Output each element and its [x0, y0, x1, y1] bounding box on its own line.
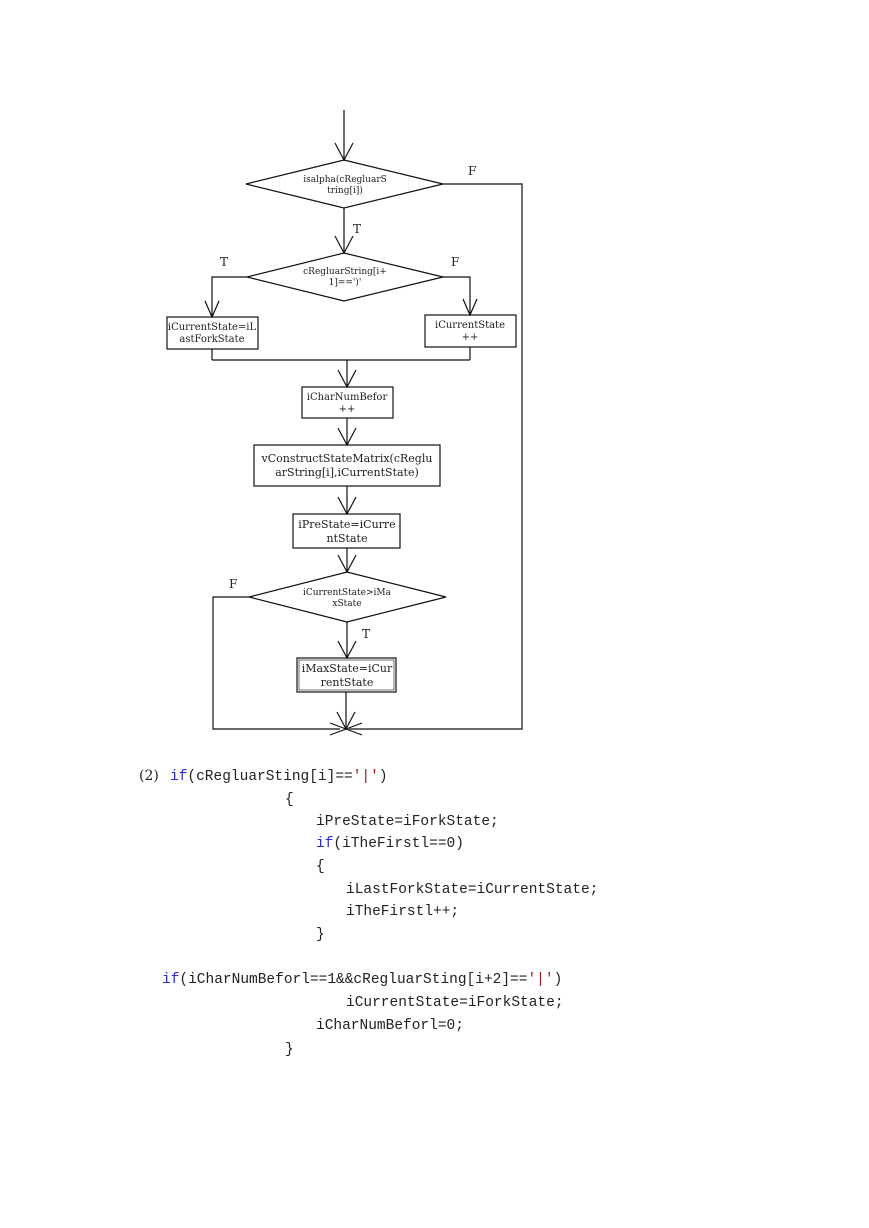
code-keyword: if	[316, 836, 334, 852]
converge-left-top	[329, 722, 347, 730]
decision-paren-line1: cRegluarString[i+	[303, 267, 387, 277]
code-line-10: iCurrentState=iForkState;	[346, 995, 564, 1011]
connector-right	[443, 276, 471, 315]
false-branch-left	[212, 596, 340, 730]
code-text: (iCharNumBeforl==1&&cRegluarSting[i+2]==	[179, 972, 528, 988]
code-line-8: }	[316, 927, 325, 943]
box-prestate-line1: iPreState=iCurre	[298, 518, 395, 531]
code-line-7: iTheFirstl++;	[346, 904, 460, 920]
box-increment-line2: ++	[462, 332, 479, 343]
box-maxstate-line1: iMaxState=iCur	[302, 662, 393, 675]
code-line-2: {	[285, 792, 294, 808]
box-charnum-line2: ++	[339, 404, 356, 415]
code-line-5: {	[316, 859, 325, 875]
code-line-6: iLastForkState=iCurrentState;	[346, 882, 599, 898]
converge-right	[345, 728, 363, 736]
decision-maxstate-line2: xState	[332, 599, 361, 609]
code-text: (iTheFirstl==0)	[333, 836, 464, 852]
decision-isalpha-line1: isalpha(cRegluarS	[303, 174, 387, 185]
decision-paren-line2: 1]==')'	[329, 277, 362, 288]
item-number: (2)	[139, 768, 159, 784]
label-true-3: T	[362, 627, 370, 641]
code-text: )	[378, 769, 388, 785]
box-maxstate-line2: rentState	[321, 676, 374, 689]
box-maxstate-inner	[298, 659, 395, 691]
flowchart: isalpha(cRegluarS tring[i]) cRegluarStri…	[166, 110, 523, 736]
code-line-4: if(iTheFirstl==0)	[316, 837, 464, 852]
code-string: '|'	[527, 972, 554, 988]
label-false-1: F	[468, 164, 476, 178]
box-construct-line2: arString[i],iCurrentState)	[275, 466, 419, 479]
connector-left	[211, 276, 247, 317]
label-true-1: T	[353, 222, 361, 236]
label-false-3: F	[229, 577, 237, 591]
decision-maxstate-line1: iCurrentState>iMa	[303, 588, 392, 598]
code-keyword: if	[162, 972, 180, 988]
code-line-11: iCharNumBeforl=0;	[316, 1018, 464, 1034]
decision-paren	[246, 252, 444, 302]
box-last-fork-line2: astForkState	[179, 334, 244, 345]
converge-left	[329, 728, 347, 736]
converge-right-top	[345, 722, 363, 730]
code-string: '|'	[352, 769, 379, 785]
label-true-2: T	[220, 255, 228, 269]
label-false-2: F	[451, 255, 459, 269]
box-prestate-line2: ntState	[327, 532, 368, 545]
code-keyword: if	[170, 769, 188, 785]
code-text: )	[553, 972, 563, 988]
box-increment-line1: iCurrentState	[435, 320, 505, 331]
code-text: (cRegluarSting[i]==	[187, 769, 353, 785]
code-line-9: if(iCharNumBeforl==1&&cRegluarSting[i+2]…	[162, 973, 562, 988]
code-line-1: if(cRegluarSting[i]=='|')	[170, 770, 388, 785]
false-branch-line	[349, 183, 523, 730]
code-line-12: }	[285, 1042, 294, 1058]
decision-isalpha-line2: tring[i])	[327, 185, 363, 196]
box-last-fork-line1: iCurrentState=iL	[168, 322, 257, 333]
code-line-3: iPreState=iForkState;	[316, 814, 499, 830]
box-construct-line1: vConstructStateMatrix(cReglu	[261, 452, 433, 465]
box-charnum-line1: iCharNumBefor	[307, 392, 388, 403]
